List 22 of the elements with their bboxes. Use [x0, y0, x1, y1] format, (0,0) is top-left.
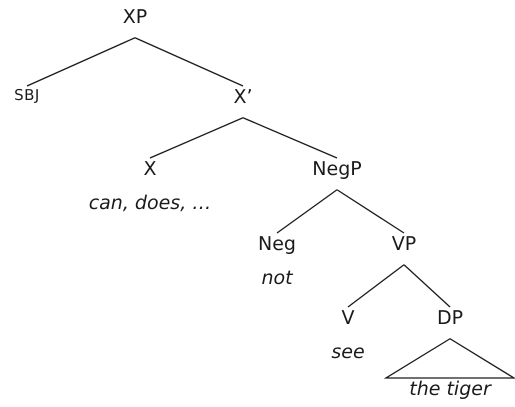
category-label: SBJ [12, 82, 42, 109]
phrase-text: the tiger [407, 374, 493, 406]
tree-branch [276, 189, 338, 234]
tree-branch [336, 189, 404, 234]
triangle-branch [384, 338, 515, 379]
tree-branch [26, 37, 136, 87]
word-text: see [331, 340, 365, 364]
category-label: XP [120, 2, 150, 34]
category-label: DP [434, 303, 466, 335]
tree-branch [242, 117, 338, 159]
word-text: can, does, … [88, 192, 212, 216]
category-label: X’ [231, 82, 255, 114]
category-label: VP [390, 229, 418, 261]
category-label: X [143, 158, 156, 182]
word-text: not [261, 266, 293, 290]
category-label: V [342, 307, 354, 331]
category-label: NegP [310, 154, 364, 186]
category-label: Neg [258, 233, 296, 257]
tree-branch [134, 37, 244, 87]
tree-branch [348, 264, 404, 308]
tree-branch [404, 264, 450, 308]
tree-branch [150, 117, 244, 159]
